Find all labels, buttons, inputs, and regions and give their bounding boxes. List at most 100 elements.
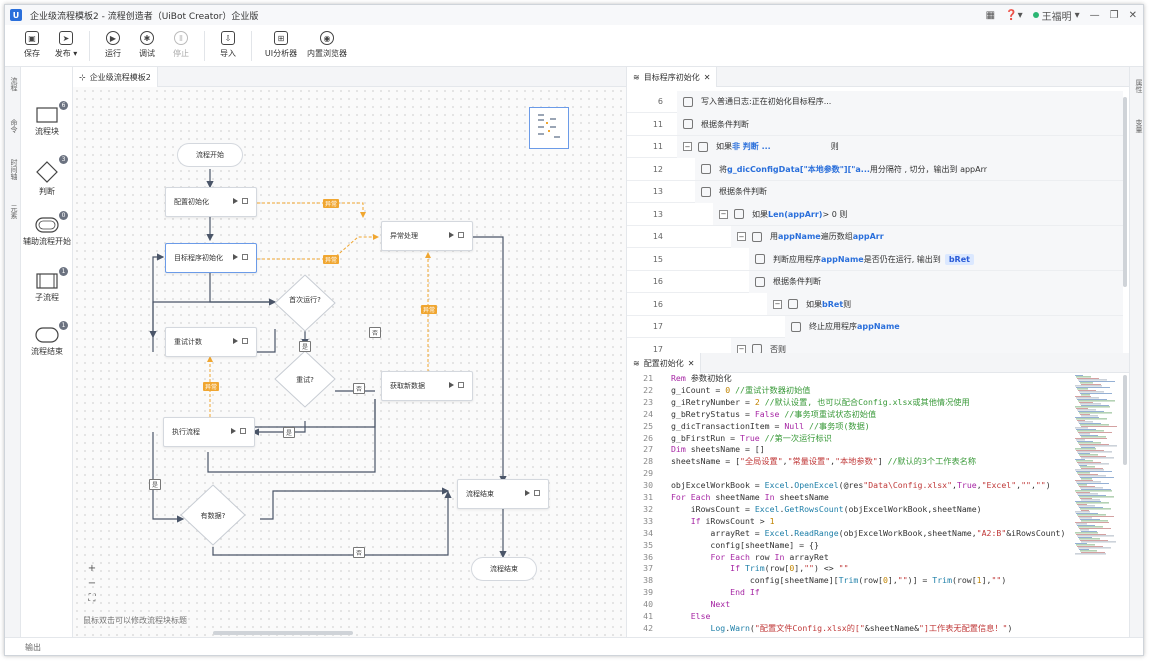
close-icon[interactable]: ✕ <box>703 72 711 82</box>
edit-icon[interactable] <box>240 428 246 434</box>
edit-icon[interactable] <box>534 490 540 496</box>
palette-item-block[interactable]: 6 流程块 <box>21 101 73 137</box>
stop-button[interactable]: Ⅱ 停止 <box>164 25 198 59</box>
close-icon[interactable]: ✕ <box>1128 9 1137 21</box>
play-icon[interactable] <box>233 198 238 204</box>
zoom-in-button[interactable]: + <box>87 563 97 574</box>
has-data-decision[interactable]: 有数据? <box>200 512 226 520</box>
tab-flow-canvas[interactable]: ⊹ 企业级流程模板2 <box>73 67 158 87</box>
browser-button[interactable]: ◉ 内置浏览器 <box>304 25 350 59</box>
code-minimap[interactable] <box>1073 375 1123 565</box>
tab-commands[interactable]: 命令 <box>10 119 18 133</box>
tab-variables[interactable]: 变量 <box>1135 119 1143 133</box>
execute-node[interactable]: 执行流程 <box>163 417 255 447</box>
close-icon[interactable]: ✕ <box>687 358 695 368</box>
palette-label: 流程块 <box>35 127 59 136</box>
block-row[interactable]: 13−如果 Len(appArr) > 0 则 <box>627 203 1123 226</box>
minimize-icon[interactable]: — <box>1089 9 1100 21</box>
block-row[interactable]: 11−如果 非 判断 ...则 <box>627 135 1123 158</box>
target-init-node[interactable]: 目标程序初始化 <box>165 243 257 273</box>
flow-end-node[interactable]: 流程结束 <box>471 557 537 581</box>
exception-node[interactable]: 异常处理 <box>381 221 473 251</box>
import-button[interactable]: ⇩ 导入 <box>211 25 245 59</box>
zoom-out-button[interactable]: − <box>87 578 97 589</box>
user-menu[interactable]: 王福明 ▾ <box>1032 8 1080 23</box>
play-icon[interactable] <box>231 428 236 434</box>
code-text: config[sheetName][Trim(row[0],"")] = Tri… <box>671 575 1007 586</box>
palette-badge: 3 <box>59 155 68 164</box>
play-icon[interactable] <box>449 382 454 388</box>
tab-timeline[interactable]: 时间轴 <box>10 159 18 180</box>
collapse-toggle-icon[interactable]: − <box>683 142 692 151</box>
publish-button[interactable]: ➤ 发布 ▾ <box>49 25 83 59</box>
palette-item-subflow[interactable]: 1 子流程 <box>21 267 73 303</box>
block-row[interactable]: 17−否则 <box>627 338 1123 353</box>
minimap-line <box>1076 460 1093 462</box>
tab-elements[interactable]: 元素 <box>10 205 18 219</box>
minimap-line <box>1075 385 1102 387</box>
flow-start-node[interactable]: 流程开始 <box>177 143 243 167</box>
block-row[interactable]: 14−用 appName 遍历数组 appArr <box>627 225 1123 248</box>
import-label: 导入 <box>220 49 236 58</box>
minimap-line <box>1080 424 1109 426</box>
minimap-line <box>1080 435 1098 436</box>
collapse-toggle-icon[interactable]: − <box>773 299 782 309</box>
output-tab[interactable]: 输出 <box>25 643 41 652</box>
tab-flow[interactable]: 流程 <box>10 77 18 91</box>
palette-item-end[interactable]: 1 流程结束 <box>21 321 73 357</box>
canvas-scrollbar[interactable] <box>213 631 353 635</box>
block-line-number: 15 <box>652 254 663 264</box>
canvas-minimap[interactable] <box>529 107 569 149</box>
retry-decision[interactable]: 重试? <box>296 376 314 384</box>
code-scrollbar[interactable] <box>1123 375 1127 465</box>
config-init-node[interactable]: 配置初始化 <box>165 187 257 217</box>
tab-properties[interactable]: 属性 <box>1135 79 1143 93</box>
edit-icon[interactable] <box>458 232 464 238</box>
edit-icon[interactable] <box>242 338 248 344</box>
tab-config-init[interactable]: ≋ 配置初始化 ✕ <box>627 353 702 373</box>
run-button[interactable]: ▶ 运行 <box>96 25 130 59</box>
flow-canvas[interactable]: 流程开始 配置初始化 目标程序初始化 异常处理 首次运行? 重试计数 重试? 获… <box>73 87 626 637</box>
minimap-line <box>1076 387 1110 388</box>
play-icon[interactable] <box>449 232 454 238</box>
block-text: appName <box>821 254 864 264</box>
edit-icon[interactable] <box>242 254 248 260</box>
collapse-toggle-icon[interactable]: − <box>719 209 728 219</box>
palette-item-aux-start[interactable]: 0 辅助流程开始 <box>21 211 73 247</box>
yes-tag: 是 <box>149 479 162 490</box>
palette-item-decision[interactable]: 3 判断 <box>21 155 73 197</box>
code-line-number: 25 <box>643 420 653 431</box>
block-scrollbar[interactable] <box>1123 97 1127 287</box>
debug-button[interactable]: ✱ 调试 <box>130 25 164 59</box>
play-icon[interactable] <box>233 338 238 344</box>
flow-end-block-node[interactable]: 流程结束 <box>457 479 549 509</box>
first-run-decision[interactable]: 首次运行? <box>289 296 321 304</box>
play-icon[interactable] <box>233 254 238 260</box>
edit-icon[interactable] <box>242 198 248 204</box>
edit-icon[interactable] <box>458 382 464 388</box>
collapse-toggle-icon[interactable]: − <box>737 344 746 353</box>
pause-icon: Ⅱ <box>174 31 188 45</box>
retry-count-node[interactable]: 重试计数 <box>165 327 257 357</box>
restore-icon[interactable]: ❐ <box>1109 9 1119 21</box>
ui-analyzer-button[interactable]: ⊞ UI分析器 <box>258 25 304 59</box>
help-icon[interactable]: ❓▾ <box>1005 9 1023 21</box>
tab-target-init[interactable]: ≋ 目标程序初始化 ✕ <box>627 67 718 87</box>
block-row[interactable]: 16−如果 bRet 则 <box>627 293 1123 316</box>
block-body: −用 appName 遍历数组 appArr <box>731 225 1123 248</box>
play-icon[interactable] <box>525 490 530 496</box>
get-data-node[interactable]: 获取新数据 <box>381 371 473 401</box>
collapse-toggle-icon[interactable]: − <box>737 232 746 241</box>
fit-screen-button[interactable]: ⛶ <box>88 593 96 604</box>
grid-icon[interactable]: ▦ <box>985 9 996 21</box>
save-button[interactable]: ▣ 保存 <box>15 25 49 59</box>
minimap-line <box>1078 421 1093 423</box>
